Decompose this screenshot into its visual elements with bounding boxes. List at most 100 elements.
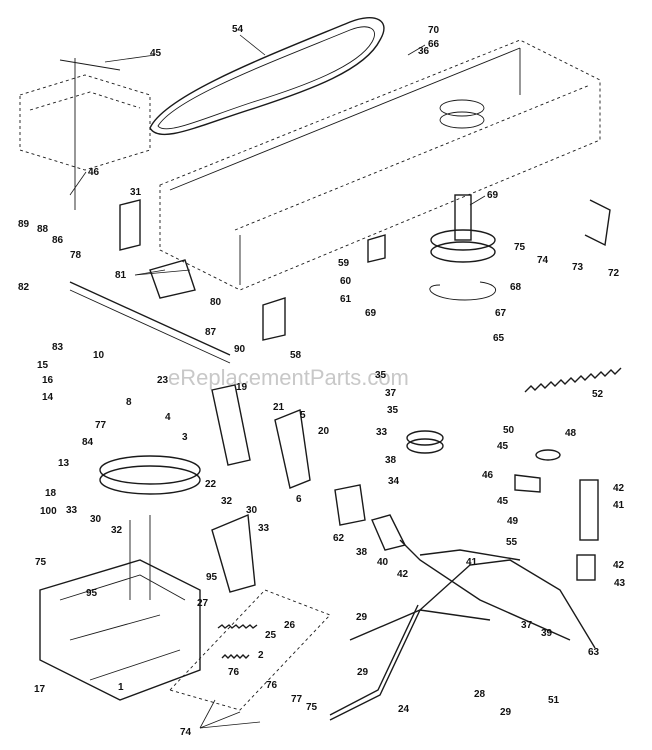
callout-64: 65 bbox=[493, 333, 505, 344]
callout-11: 13 bbox=[58, 458, 70, 469]
callout-82: 80 bbox=[210, 297, 222, 308]
callout-33b: 33 bbox=[258, 523, 270, 534]
callout-47: 45 bbox=[497, 441, 509, 452]
callout-86a: 86 bbox=[52, 235, 64, 246]
callout-74: 76 bbox=[266, 680, 278, 691]
callout-30b: 30 bbox=[90, 514, 102, 525]
callout-83: 81 bbox=[115, 270, 127, 281]
drive-belt bbox=[149, 17, 385, 136]
callouts: 45 54 70 66 36 46 31 69 89 88 86 78 81 8… bbox=[18, 24, 626, 738]
callout-30a: 30 bbox=[246, 505, 258, 516]
callout-52: 50 bbox=[503, 425, 515, 436]
callout-36: 40 bbox=[377, 557, 389, 568]
callout-28: 29 bbox=[356, 612, 368, 623]
callout-72: 74 bbox=[537, 255, 549, 266]
callout-73: 75 bbox=[514, 242, 526, 253]
callout-75: 74 bbox=[180, 727, 192, 738]
callout-21: 23 bbox=[157, 375, 169, 386]
spring bbox=[524, 367, 622, 393]
callout-56: 55 bbox=[506, 537, 518, 548]
callout-32a: 32 bbox=[221, 496, 233, 507]
callout-35b: 39 bbox=[541, 628, 553, 639]
callout-70: 73 bbox=[572, 262, 584, 273]
callout-89: 45 bbox=[150, 48, 162, 59]
callout-68: 66 bbox=[428, 39, 440, 50]
callout-60: 60 bbox=[340, 276, 352, 287]
callout-20: 22 bbox=[205, 479, 217, 490]
callout-29: 29 bbox=[357, 667, 369, 678]
callout-12: 14 bbox=[42, 392, 54, 403]
callout-46: 43 bbox=[614, 578, 626, 589]
callout-66: 68 bbox=[510, 282, 522, 293]
callout-88b: 90 bbox=[234, 344, 246, 355]
callout-54: 51 bbox=[548, 695, 560, 706]
callout-65: 67 bbox=[495, 308, 507, 319]
callout-19: 21 bbox=[273, 402, 285, 413]
callout-1: 1 bbox=[118, 682, 124, 693]
callout-76: 75 bbox=[306, 702, 318, 713]
callout-37: 41 bbox=[466, 557, 478, 568]
callout-48: 45 bbox=[497, 496, 509, 507]
callout-78: 77 bbox=[291, 694, 303, 705]
callout-100: 100 bbox=[40, 506, 57, 517]
callout-39: 34 bbox=[388, 476, 400, 487]
callout-77a: 75 bbox=[35, 557, 47, 568]
callout-41: 35 bbox=[375, 370, 387, 381]
callout-90: 46 bbox=[88, 167, 100, 178]
callout-85a: 83 bbox=[52, 342, 64, 353]
callout-5: 5 bbox=[300, 410, 306, 421]
deck-outline bbox=[19, 58, 151, 210]
chassis-frame bbox=[159, 39, 601, 291]
callout-13: 15 bbox=[37, 360, 49, 371]
callout-63: 63 bbox=[588, 647, 600, 658]
spring-small bbox=[217, 624, 258, 629]
callout-58: 58 bbox=[290, 350, 302, 361]
callout-86b: 87 bbox=[205, 327, 217, 338]
callout-84: 82 bbox=[18, 282, 30, 293]
callout-38a: 33 bbox=[376, 427, 388, 438]
callout-31: 31 bbox=[130, 187, 142, 198]
callout-49: 46 bbox=[482, 470, 494, 481]
callout-42a: 37 bbox=[385, 388, 397, 399]
callout-50: 48 bbox=[565, 428, 577, 439]
callout-38b: 37 bbox=[521, 620, 533, 631]
brackets bbox=[119, 199, 611, 593]
transaxle-pulley bbox=[99, 455, 201, 495]
callout-10: 10 bbox=[93, 350, 105, 361]
callout-77b: 76 bbox=[228, 667, 240, 678]
callout-43: 36 bbox=[418, 46, 430, 57]
callout-33a: 33 bbox=[66, 505, 78, 516]
callout-40: 35 bbox=[387, 405, 399, 416]
callout-42b: 38 bbox=[385, 455, 397, 466]
callout-32b: 32 bbox=[111, 525, 123, 536]
callout-81: 78 bbox=[70, 250, 82, 261]
callout-27: 29 bbox=[500, 707, 512, 718]
callout-85b: 84 bbox=[82, 437, 94, 448]
callout-44: 41 bbox=[613, 500, 625, 511]
callout-45a: 42 bbox=[613, 483, 625, 494]
callout-59: 59 bbox=[338, 258, 350, 269]
callout-55: 52 bbox=[592, 389, 604, 400]
callout-25: 27 bbox=[197, 598, 209, 609]
spring-lower bbox=[221, 654, 250, 659]
callout-16: 18 bbox=[45, 488, 57, 499]
callout-95b: 95 bbox=[86, 588, 98, 599]
watermark: eReplacementParts.com bbox=[168, 365, 409, 390]
callout-69b: 69 bbox=[487, 190, 499, 201]
callout-35a: 38 bbox=[356, 547, 368, 558]
callout-3: 3 bbox=[182, 432, 188, 443]
callout-26: 28 bbox=[474, 689, 486, 700]
callout-2: 2 bbox=[258, 650, 264, 661]
pedal-assembly bbox=[514, 449, 599, 581]
callout-61b: 49 bbox=[507, 516, 519, 527]
callout-6: 6 bbox=[296, 494, 302, 505]
callout-4: 4 bbox=[165, 412, 171, 423]
callout-8: 8 bbox=[126, 397, 132, 408]
callout-24: 26 bbox=[284, 620, 296, 631]
callout-15: 17 bbox=[34, 684, 46, 695]
callout-71: 72 bbox=[608, 268, 620, 279]
callout-45b: 42 bbox=[613, 560, 625, 571]
callout-34: 42 bbox=[397, 569, 409, 580]
transmission-housing bbox=[39, 515, 201, 701]
